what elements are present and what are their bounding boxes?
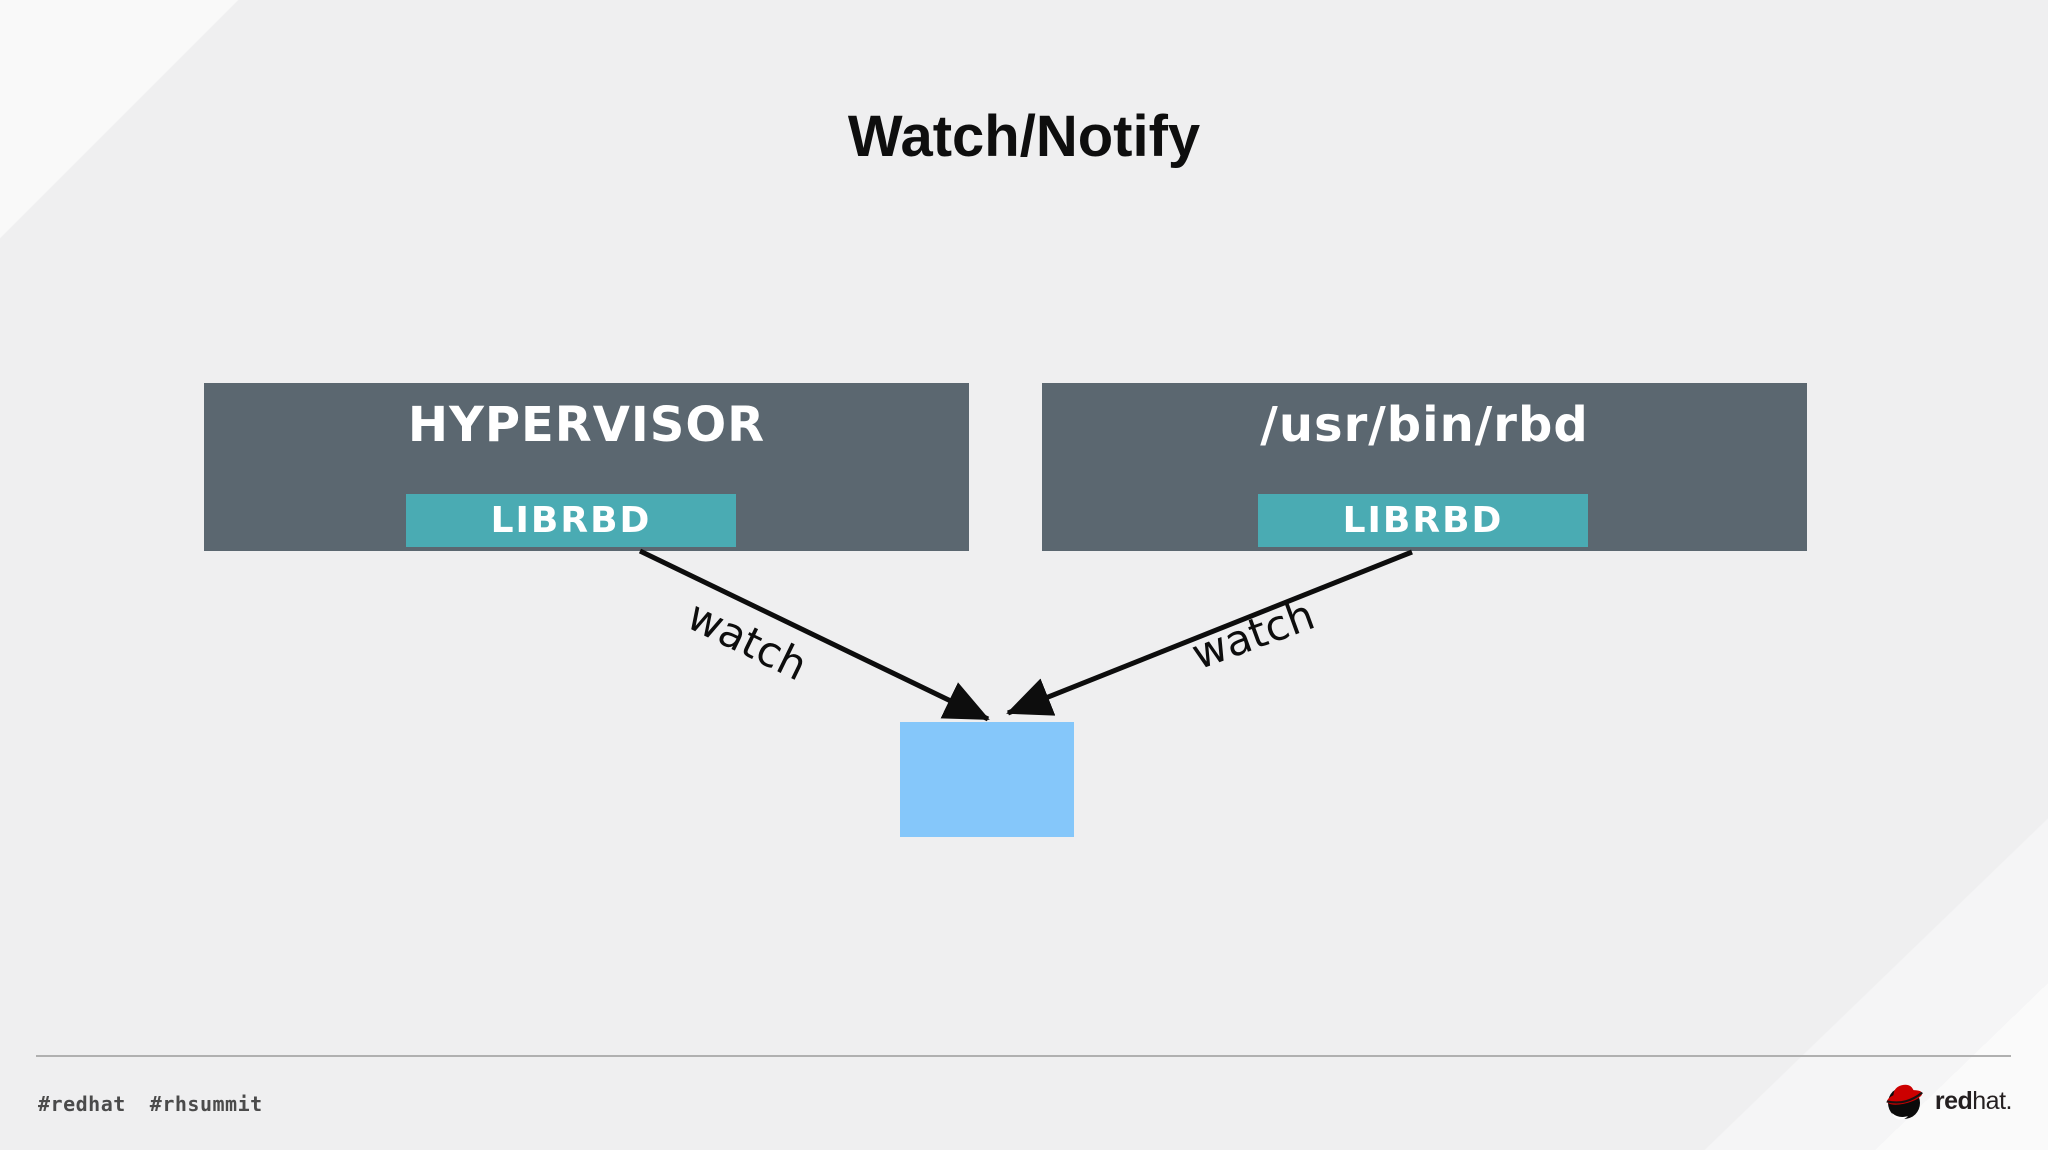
node-hypervisor: HYPERVISOR LIBRBD	[204, 383, 969, 551]
hashtag-rhsummit: #rhsummit	[149, 1092, 263, 1116]
blue-object-box	[900, 722, 1074, 837]
watch-label-right: watch	[1185, 589, 1321, 680]
redhat-logo: redhat.	[1882, 1080, 2013, 1122]
logo-red: red	[1934, 1086, 1973, 1115]
node-usr-bin-rbd-label: /usr/bin/rbd	[1260, 397, 1589, 453]
node-usr-bin-rbd: /usr/bin/rbd LIBRBD	[1042, 383, 1807, 551]
node-hypervisor-label: HYPERVISOR	[407, 397, 766, 453]
footer-divider	[36, 1055, 2011, 1057]
librbd-box-left: LIBRBD	[406, 494, 736, 547]
redhat-logo-text: redhat.	[1934, 1086, 2013, 1116]
redhat-shadowman-icon	[1886, 1084, 1923, 1120]
logo-hat: hat	[1972, 1086, 2006, 1115]
logo-dot: .	[2005, 1086, 2013, 1115]
librbd-box-right: LIBRBD	[1258, 494, 1588, 547]
hashtag-redhat: #redhat	[38, 1092, 126, 1116]
page-title: Watch/Notify	[847, 104, 1201, 169]
watch-label-left: watch	[679, 590, 815, 691]
footer-hashtags: #redhat #rhsummit	[38, 1092, 287, 1116]
